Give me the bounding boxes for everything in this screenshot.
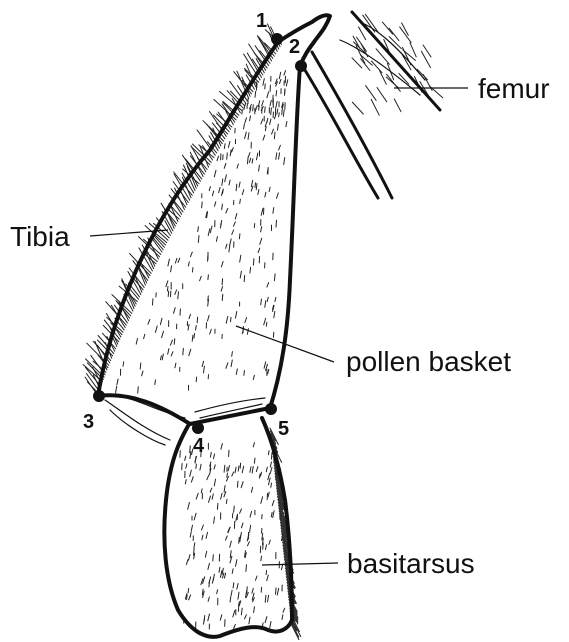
basitarsus-label: basitarsus [347, 548, 475, 579]
point-2-marker [295, 60, 307, 72]
tibia-label: Tibia [10, 221, 70, 252]
point-1-marker [271, 33, 283, 45]
point-4-marker [192, 422, 204, 434]
point-5-number: 5 [278, 418, 289, 440]
basitarsus-leader [262, 563, 338, 565]
point-5-marker [265, 403, 277, 415]
femur-label: femur [478, 73, 550, 104]
point-4-number: 4 [193, 435, 205, 457]
pollen-basket-label: pollen basket [346, 346, 511, 377]
point-2-number: 2 [289, 36, 300, 58]
basitarsus [164, 418, 292, 637]
tibia [98, 15, 330, 445]
surface-stipple [116, 71, 288, 630]
point-1-number: 1 [256, 10, 267, 32]
point-3-number: 3 [83, 411, 94, 433]
femur [300, 12, 440, 198]
point-3-marker [93, 390, 105, 402]
